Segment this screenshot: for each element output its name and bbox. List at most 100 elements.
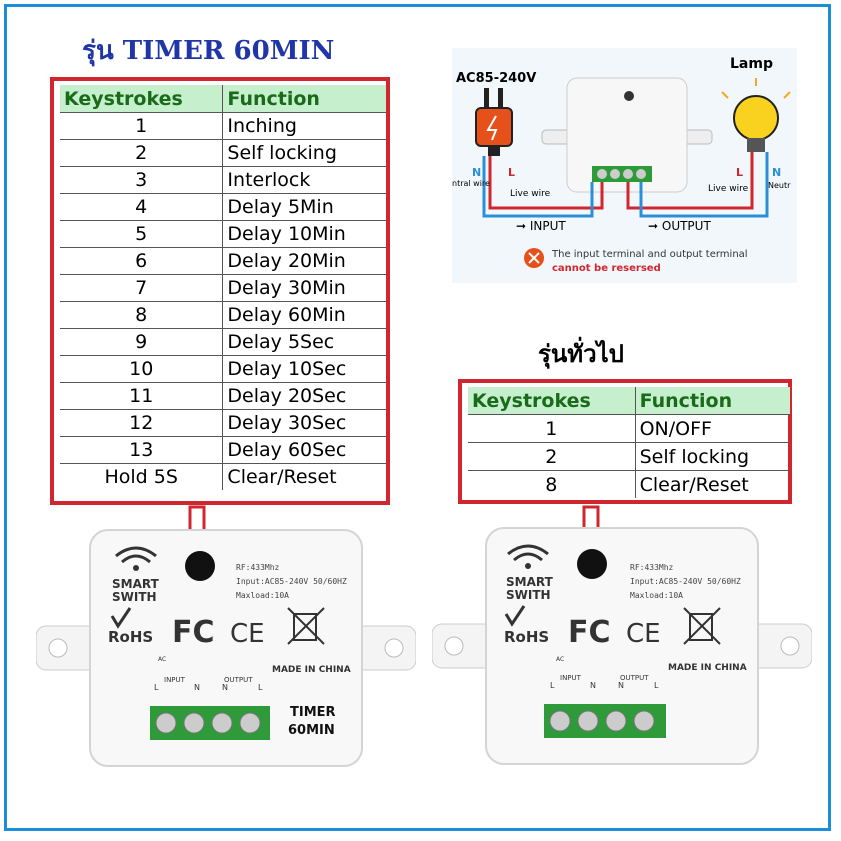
function-cell: Inching: [222, 112, 386, 140]
brand-switch: SWITH: [112, 590, 157, 604]
input-spec: Input:AC85-240V 50/60HZ: [630, 577, 741, 586]
weee-bin-icon: [287, 607, 325, 645]
output-l-label: L: [736, 166, 743, 179]
switch-module-small: [541, 77, 713, 193]
keystroke-cell: Hold 5S: [60, 463, 224, 490]
weee-bin-icon: [683, 607, 721, 645]
general-model-title: รุ่นทั่วไป: [538, 340, 624, 368]
fc-mark: FC: [568, 615, 611, 650]
input-spec: Input:AC85-240V 50/60HZ: [236, 577, 347, 586]
brand-smart: SMART: [112, 577, 160, 591]
keystroke-cell: 5: [60, 220, 224, 248]
function-cell: ON/OFF: [635, 414, 790, 443]
output-n-label: N: [772, 166, 781, 179]
checkmark-icon: [110, 607, 132, 629]
function-cell: Delay 5Sec: [222, 328, 386, 356]
input-n-label: N: [472, 166, 481, 179]
keystroke-cell: 4: [60, 193, 224, 221]
function-cell: Delay 20Sec: [222, 382, 386, 410]
rf-spec: RF:433Mhz: [630, 563, 674, 572]
wifi-icon: [115, 546, 157, 571]
general-switch-device: SMART SWITH RF:433Mhz Input:AC85-240V 50…: [432, 527, 812, 765]
ac-label: AC: [158, 656, 166, 663]
voltage-label: AC85-240V: [456, 71, 536, 86]
header-function: Function: [222, 85, 386, 113]
neutral-wire-label-right: Neutr: [768, 181, 791, 190]
warning-text-line1: The input terminal and output terminal: [551, 249, 748, 260]
function-cell: Self locking: [222, 139, 386, 167]
brand-smart: SMART: [506, 575, 554, 589]
wifi-icon: [507, 544, 549, 569]
rohs-mark: RoHS: [108, 628, 153, 646]
function-cell: Delay 5Min: [222, 193, 386, 221]
terminal-n-in: N: [194, 683, 200, 692]
timer-label-line2: 60MIN: [288, 723, 335, 738]
function-cell: Delay 60Min: [222, 301, 386, 329]
warning-text-line2: cannot be resersed: [552, 263, 661, 274]
maxload-spec: Maxload:10A: [630, 591, 683, 600]
function-cell: Clear/Reset: [635, 470, 790, 498]
keystroke-cell: 7: [60, 274, 224, 302]
keystroke-cell: 8: [60, 301, 224, 329]
lamp-label: Lamp: [730, 56, 773, 72]
keystroke-cell: 9: [60, 328, 224, 356]
function-cell: Self locking: [635, 442, 790, 471]
header-keystrokes: Keystrokes: [468, 387, 636, 415]
timer-label-line1: TIMER: [290, 705, 336, 720]
keystroke-cell: 13: [60, 436, 224, 464]
header-keystrokes: Keystrokes: [60, 85, 224, 113]
live-wire-label-right: Live wire: [708, 184, 749, 194]
neutral-wire-output: [639, 152, 769, 218]
header-function: Function: [635, 387, 790, 415]
pairing-button[interactable]: [185, 551, 215, 581]
keystroke-cell: 2: [60, 139, 224, 167]
keystroke-cell: 1: [60, 112, 224, 140]
ce-mark: CE: [626, 619, 661, 649]
warning-icon: [524, 248, 544, 268]
input-label: INPUT: [164, 676, 186, 684]
input-direction-label: ➞ INPUT: [516, 219, 566, 233]
ce-mark: CE: [230, 619, 265, 649]
terminal-block: [544, 704, 666, 738]
output-direction-label: ➞ OUTPUT: [648, 219, 711, 233]
function-cell: Delay 30Min: [222, 274, 386, 302]
keystroke-cell: 10: [60, 355, 224, 383]
terminal-block: [150, 706, 270, 740]
pairing-button[interactable]: [577, 549, 607, 579]
made-in-label: MADE IN CHINA: [272, 665, 351, 675]
image-frame: [4, 4, 831, 831]
timer-switch-device: SMART SWITH RF:433Mhz Input:AC85-240V 50…: [36, 529, 416, 767]
rohs-mark: RoHS: [504, 628, 549, 646]
function-cell: Clear/Reset: [222, 463, 386, 490]
terminal-l-out: L: [654, 681, 659, 690]
checkmark-icon: [504, 605, 526, 627]
timer-model-title: รุ่น TIMER 60MIN: [82, 36, 335, 66]
lamp-icon: [721, 78, 791, 152]
keystroke-cell: 8: [468, 470, 636, 498]
neutral-wire-input: [482, 156, 594, 218]
rf-spec: RF:433Mhz: [236, 563, 280, 572]
table-header-row: Keystrokes Function: [468, 387, 790, 415]
made-in-label: MADE IN CHINA: [668, 663, 747, 673]
live-wire-label-left: Live wire: [510, 189, 551, 199]
plug-icon: [475, 88, 513, 156]
